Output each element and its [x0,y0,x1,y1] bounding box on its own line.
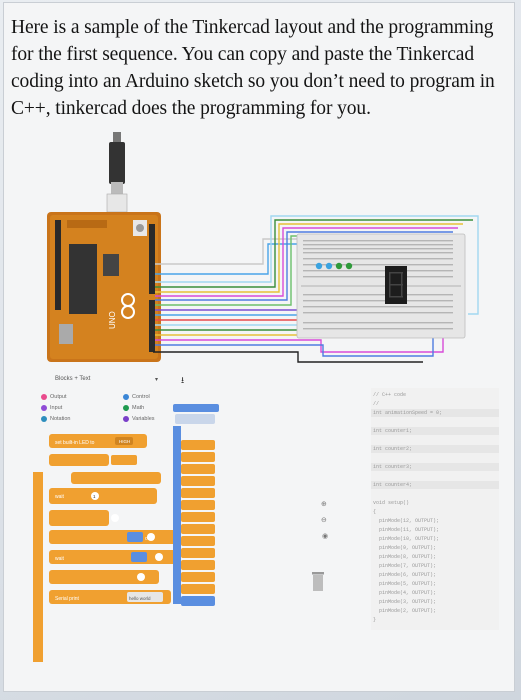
code-line: void setup() [373,500,410,506]
palette-block[interactable]: wait 1 [49,488,157,504]
code-line: pinMode(12, OUTPUT); [373,518,440,524]
code-line: int animationSpeed = 0; [373,410,443,416]
code-line: pinMode(7, OUTPUT); [373,563,437,569]
palette-block[interactable]: set built-in LED to HIGH [49,434,147,448]
category-label: Math [132,405,145,411]
code-line-highlight [371,463,499,471]
code-line: pinMode(11, OUTPUT); [373,527,440,533]
block-label: Serial print [55,596,80,602]
code-line: pinMode(8, OUTPUT); [373,554,437,560]
code-line: pinMode(6, OUTPUT); [373,572,437,578]
code-line: // C++ code [373,392,407,398]
category-notation[interactable]: Notation [41,416,71,422]
code-editor-panel: Blocks + Text ▾ ⭳ Output Control Input M… [31,370,501,662]
code-line: // [373,401,380,407]
trash-icon[interactable] [311,570,325,592]
palette-block[interactable] [49,454,161,484]
category-label: Notation [50,416,71,422]
category-control[interactable]: Control [123,394,150,400]
palette-block[interactable]: Serial print hello world [49,590,171,604]
notation-dot-icon [41,416,47,422]
code-line: int counter2; [373,446,413,452]
control-dot-icon [123,394,129,400]
palette-block[interactable] [49,510,119,526]
zoom-out-icon[interactable]: ⊖ [321,516,327,524]
output-dot-icon [41,394,47,400]
generated-code-pane[interactable]: // C++ code // int animationSpeed = 0; int … [371,388,499,630]
code-line: int counter3; [373,464,413,470]
usb-cable [106,132,128,213]
block-palette: set built-in LED to HIGH wait 1 [33,434,179,662]
code-line-highlight [371,409,499,417]
code-line: { [373,509,377,515]
variables-dot-icon [123,416,129,422]
led-group [315,262,353,270]
code-line: pinMode(10, OUTPUT); [373,536,440,542]
block-label: on [145,536,151,542]
workspace-block-stack[interactable] [181,440,215,606]
category-label: Input [50,405,63,411]
block-value: 1 [93,494,96,499]
breadboard[interactable] [296,233,466,339]
editor-mode-dropdown[interactable]: Blocks + Text ▾ [55,376,158,383]
input-dot-icon [41,405,47,411]
block-value: hello world [129,596,151,601]
code-line: pinMode(3, OUTPUT); [373,599,437,605]
category-input[interactable]: Input [41,405,62,411]
math-dot-icon [123,405,129,411]
code-line-highlight [371,427,499,435]
circuit-canvas: UNO [3,124,515,369]
zoom-in-icon[interactable]: ⊕ [321,500,327,508]
download-icon[interactable]: ⭳ [181,376,185,386]
palette-block[interactable]: wait [49,550,179,564]
code-line: pinMode(5, OUTPUT); [373,581,437,587]
chevron-down-icon: ▾ [155,377,159,383]
intro-paragraph: Here is a sample of the Tinkercad layout… [11,17,495,119]
code-line-highlight [371,481,499,489]
block-label: set built-in LED to [55,440,95,446]
svg-text:UNO: UNO [108,311,117,329]
editor-mode-label: Blocks + Text [55,376,91,382]
arduino-board[interactable]: UNO [47,212,161,362]
code-line: } [373,617,377,623]
category-math[interactable]: Math [123,405,144,411]
screenshot-card: Here is a sample of the Tinkercad layout… [3,2,515,692]
block-label: wait [55,494,65,500]
palette-block[interactable] [49,570,159,584]
category-label: Variables [132,416,155,422]
seven-segment-display[interactable] [385,266,407,304]
code-line: pinMode(4, OUTPUT); [373,590,437,596]
code-line-highlight [371,445,499,453]
category-label: Output [50,394,67,400]
category-label: Control [132,394,150,400]
code-line: int counter1; [373,428,413,434]
code-line: pinMode(9, OUTPUT); [373,545,437,551]
category-output[interactable]: Output [41,394,67,400]
code-line: pinMode(2, OUTPUT); [373,608,437,614]
palette-block[interactable]: on [49,530,179,544]
category-variables[interactable]: Variables [123,416,155,422]
code-line: int counter4; [373,482,413,488]
block-value: HIGH [119,439,130,444]
block-label: wait [55,556,65,562]
circuit-drawing: UNO [47,132,479,363]
zoom-reset-icon[interactable]: ◉ [322,532,329,540]
block-workspace[interactable] [171,390,311,630]
jumper-wires [153,215,479,363]
